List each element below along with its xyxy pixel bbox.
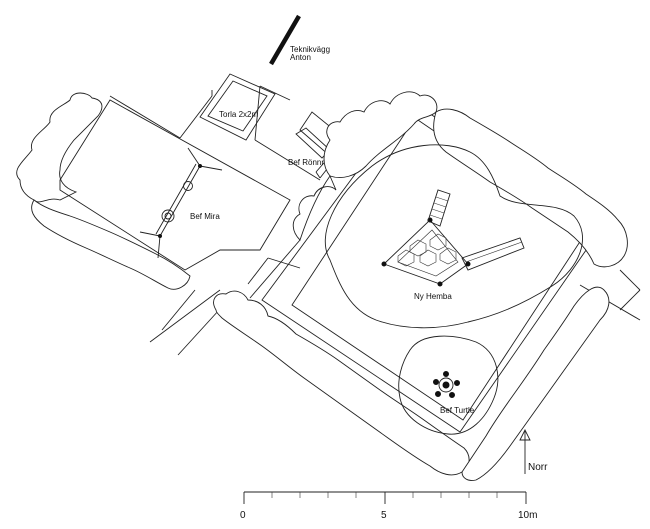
turtle-spinner bbox=[433, 371, 460, 398]
west-hedge bbox=[16, 92, 291, 290]
north-label: Norr bbox=[528, 462, 548, 473]
scale-tick-5: 5 bbox=[381, 510, 387, 521]
scale-tick-10m: 10m bbox=[518, 510, 537, 521]
teknikvagg-label-1: Teknikvägg bbox=[290, 45, 330, 54]
scale-tick-0: 0 bbox=[240, 510, 246, 521]
turtle-label: Bef Turtle bbox=[440, 406, 475, 415]
hemba-mound bbox=[324, 144, 583, 329]
east-hedge bbox=[292, 91, 628, 268]
south-hedge bbox=[213, 286, 610, 481]
hemba-structure bbox=[381, 189, 525, 287]
ronnroken-label: Bef Rönnröken bbox=[288, 158, 341, 167]
torla-sandbox bbox=[199, 73, 276, 141]
mira-swing bbox=[139, 147, 223, 259]
hemba-label: Ny Hemba bbox=[414, 292, 452, 301]
torla-label: Torla 2x2m bbox=[219, 110, 258, 119]
teknikvagg-wall bbox=[269, 14, 301, 66]
scale-bar bbox=[243, 491, 527, 504]
north-arrow bbox=[519, 428, 531, 474]
teknikvagg-label-2: Anton bbox=[290, 53, 311, 62]
mira-label: Bef Mira bbox=[190, 212, 220, 221]
turtle-area bbox=[398, 335, 499, 435]
